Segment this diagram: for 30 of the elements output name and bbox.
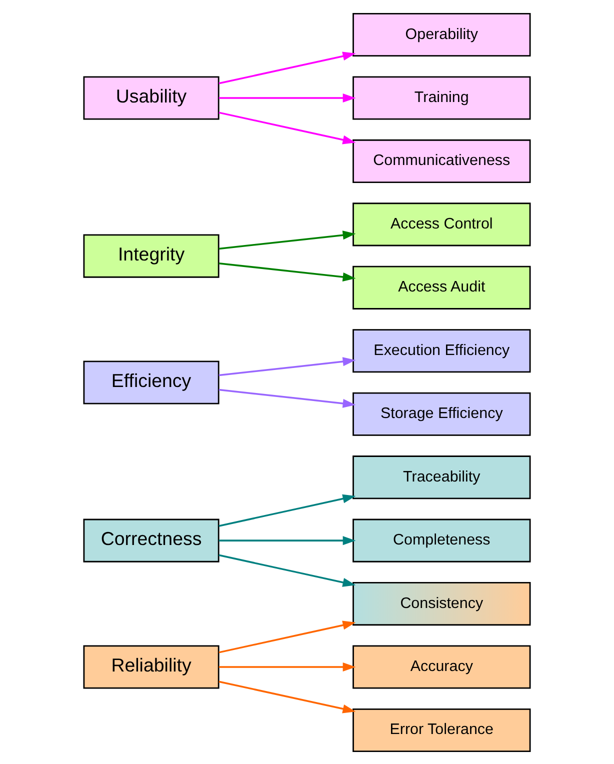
node-box: Access Audit bbox=[352, 265, 531, 309]
node-box: Reliability bbox=[83, 644, 220, 688]
arrow bbox=[218, 536, 356, 545]
node-box: Operability bbox=[352, 12, 531, 56]
arrow bbox=[218, 554, 356, 586]
arrow bbox=[218, 680, 356, 713]
node-box: Integrity bbox=[83, 234, 220, 278]
node-box: Usability bbox=[83, 76, 220, 120]
arrow bbox=[218, 494, 356, 526]
node-box: Access Control bbox=[352, 202, 531, 246]
node-box: Execution Efficiency bbox=[352, 328, 531, 372]
arrow bbox=[218, 356, 356, 376]
arrow bbox=[218, 51, 356, 84]
node-box: Training bbox=[352, 76, 531, 120]
node-box: Communicativeness bbox=[352, 138, 531, 182]
arrow bbox=[218, 662, 356, 672]
arrow bbox=[218, 111, 356, 144]
arrow bbox=[218, 388, 356, 408]
arrow bbox=[218, 92, 356, 102]
node-box: Traceability bbox=[352, 455, 531, 499]
node-box: Error Tolerance bbox=[352, 708, 531, 752]
node-box: Efficiency bbox=[83, 360, 220, 404]
node-box: Completeness bbox=[352, 518, 531, 562]
node-box: Accuracy bbox=[352, 644, 531, 688]
arrow bbox=[218, 262, 356, 281]
node-box: Consistency bbox=[352, 582, 531, 626]
arrow bbox=[218, 620, 356, 653]
node-box: Correctness bbox=[83, 518, 220, 562]
node-box: Storage Efficiency bbox=[352, 392, 531, 436]
arrow bbox=[218, 230, 356, 250]
